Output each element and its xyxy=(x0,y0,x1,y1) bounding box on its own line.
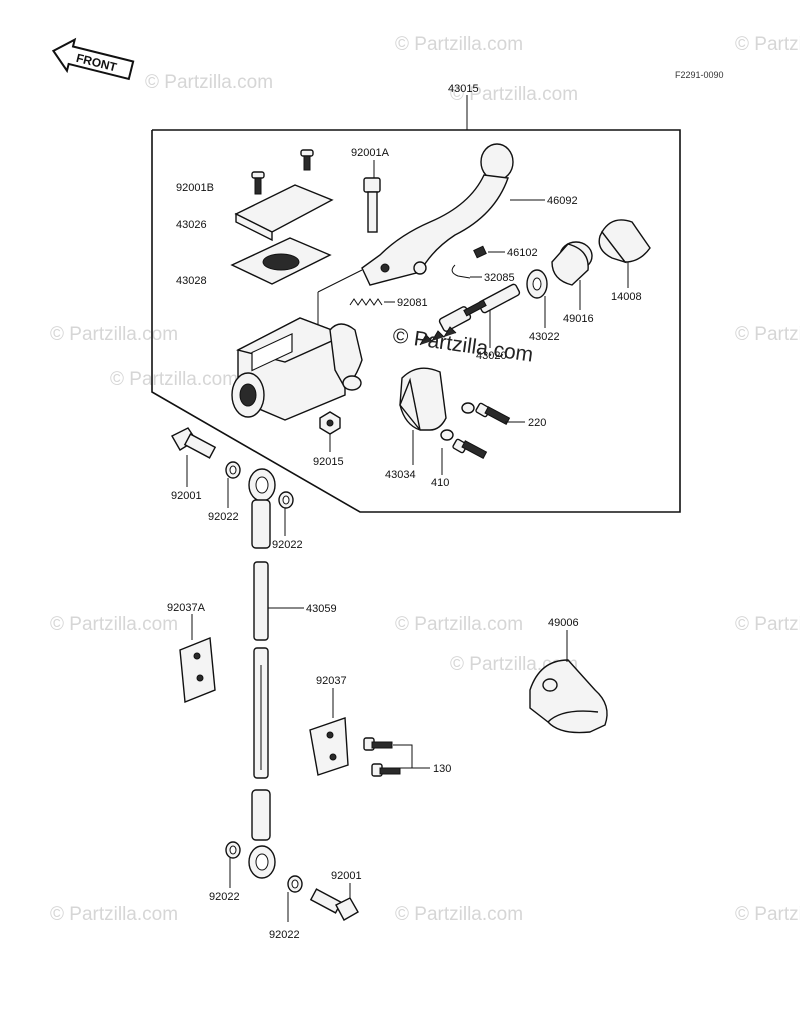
watermark: © Partzilla.com xyxy=(395,904,523,925)
leader-line xyxy=(393,744,413,769)
label-92081: 92081 xyxy=(397,297,428,309)
label-43015: 43015 xyxy=(448,83,479,95)
label-92022-a: 92022 xyxy=(208,511,239,523)
label-43026: 43026 xyxy=(176,219,207,231)
label-43022: 43022 xyxy=(529,331,560,343)
hose-bracket xyxy=(309,717,349,776)
label-92001-bottom: 92001 xyxy=(331,870,362,882)
return-spring xyxy=(349,298,383,306)
spring-clip xyxy=(451,264,471,279)
hose-bracket-a xyxy=(179,637,216,703)
clamp-bolt-lower xyxy=(452,438,488,459)
lever-cover xyxy=(598,219,651,264)
watermark: © Partzilla.com xyxy=(395,614,523,635)
front-arrow-marker: FRONT xyxy=(51,37,135,81)
label-43034: 43034 xyxy=(385,469,416,481)
label-92037A: 92037A xyxy=(167,602,206,614)
banjo-bolt-top xyxy=(171,427,217,459)
reflector-bracket xyxy=(529,659,608,734)
label-14008: 14008 xyxy=(611,291,642,303)
washer-220 xyxy=(461,402,475,414)
brake-hose xyxy=(248,468,276,879)
watermark: © Partzilla.com xyxy=(735,324,800,345)
leader-line xyxy=(317,269,363,293)
label-43020: 43020 xyxy=(476,350,507,362)
label-92022-d: 92022 xyxy=(269,929,300,941)
label-410: 410 xyxy=(431,477,449,489)
reservoir-cap-side xyxy=(235,212,273,242)
banjo-bolt-bottom xyxy=(309,888,359,921)
label-130: 130 xyxy=(433,763,451,775)
watermark: © Partzilla.com xyxy=(735,614,800,635)
part-labels: 43015 92001A 92001B 43026 43028 46092 46… xyxy=(167,83,642,941)
clamp-bolt-upper xyxy=(475,402,511,425)
front-arrow-icon xyxy=(51,37,135,81)
washer-410 xyxy=(440,429,454,441)
label-46092: 46092 xyxy=(547,195,578,207)
watermark: © Partzilla.com xyxy=(50,324,178,345)
diagram-ref-code: F2291-0090 xyxy=(675,70,724,80)
label-32085: 32085 xyxy=(484,272,515,284)
label-49006: 49006 xyxy=(548,617,579,629)
bracket-bolts xyxy=(363,737,401,777)
label-43028: 43028 xyxy=(176,275,207,287)
pivot-bolt xyxy=(363,177,381,233)
dust-boot xyxy=(551,241,593,286)
piston-assembly xyxy=(419,283,521,346)
assembly-frame xyxy=(151,129,681,513)
watermark: © Partzilla.com xyxy=(395,34,523,55)
watermark: © Partzilla.com xyxy=(110,369,238,390)
label-92022-c: 92022 xyxy=(209,891,240,903)
label-49016: 49016 xyxy=(563,313,594,325)
watermark: © Partzilla.com xyxy=(50,904,178,925)
label-46102: 46102 xyxy=(507,247,538,259)
label-92037: 92037 xyxy=(316,675,347,687)
handlebar-clamp xyxy=(399,367,447,431)
label-92001B: 92001B xyxy=(176,182,214,194)
watermark: © Partzilla.com xyxy=(735,34,800,55)
watermark: © Partzilla.com xyxy=(145,72,273,93)
label-92022-b: 92022 xyxy=(272,539,303,551)
label-92001A: 92001A xyxy=(351,147,390,159)
adjust-screw xyxy=(473,245,487,259)
screw-92001B xyxy=(251,149,314,195)
diaphragm-bellow xyxy=(262,253,300,271)
label-92015: 92015 xyxy=(313,456,344,468)
watermark: © Partzilla.com xyxy=(450,84,578,105)
label-43059: 43059 xyxy=(306,603,337,615)
watermark-main: © Partzilla.com xyxy=(391,324,534,366)
watermark: © Partzilla.com xyxy=(735,904,800,925)
label-220: 220 xyxy=(528,417,546,429)
label-92001-top: 92001 xyxy=(171,490,202,502)
watermark-layer: © Partzilla.com © Partzilla.com © Partzi… xyxy=(50,34,800,925)
watermark: © Partzilla.com xyxy=(50,614,178,635)
brake-lever xyxy=(361,143,514,286)
master-cylinder-body xyxy=(231,317,363,421)
